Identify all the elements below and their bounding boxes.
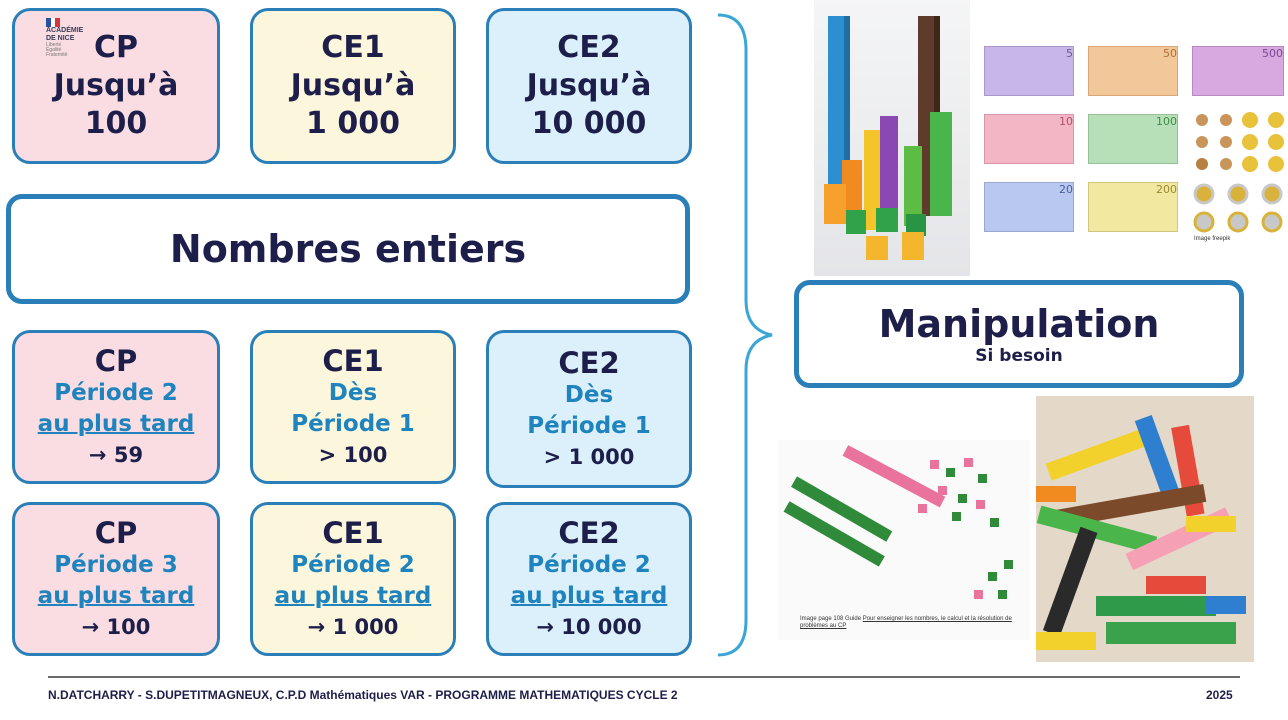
cuisenaire-rods-photo — [1036, 396, 1254, 662]
card-value: 100 — [84, 106, 148, 141]
card-ce1-limit: CE1 Jusqu’à 1 000 — [250, 8, 456, 164]
base-ten-photo: Image page 108 Guide Pour enseigner les … — [778, 440, 1030, 640]
footer-credits: N.DATCHARRY - S.DUPETITMAGNEUX, C.P.D Ma… — [48, 688, 678, 702]
academy-name: ACADÉMIE DE NICE — [46, 27, 84, 42]
card-deadline: au plus tard — [274, 583, 432, 609]
card-grade: CE1 — [322, 516, 384, 550]
card-value: → 100 — [81, 615, 151, 639]
card-value: 1 000 — [306, 106, 400, 141]
card-ce2-period: CE2 Dès Période 1 > 1 000 — [486, 330, 692, 488]
card-grade: CP — [93, 30, 138, 65]
card-cp-period-3: CP Période 3 au plus tard → 100 — [12, 502, 220, 656]
motto-2: Égalité — [46, 47, 62, 53]
card-deadline: au plus tard — [37, 583, 195, 609]
manipulation-banner: Manipulation Si besoin — [794, 280, 1244, 388]
card-period: Dès — [564, 382, 614, 408]
card-period: Période 2 — [291, 552, 415, 578]
card-line: Jusqu’à — [53, 68, 179, 103]
guide-note-prefix: Image page 108 Guide — [800, 616, 863, 622]
card-period: Dès — [328, 380, 378, 406]
guide-note: Image page 108 Guide Pour enseigner les … — [800, 616, 1030, 630]
curly-brace — [717, 13, 773, 657]
motto-1: Liberté — [46, 42, 62, 48]
card-period: Période 2 — [54, 380, 178, 406]
card-ce2-period-2: CE2 Période 2 au plus tard → 10 000 — [486, 502, 692, 656]
banknote-20: 20 — [984, 182, 1074, 232]
card-grade: CE1 — [321, 30, 385, 65]
manipulation-title: Manipulation — [878, 302, 1160, 346]
card-deadline: Période 1 — [527, 413, 651, 439]
card-value: > 100 — [318, 443, 388, 467]
motto-3: Fraternité — [46, 52, 68, 58]
card-value: > 1 000 — [543, 445, 635, 469]
card-deadline: au plus tard — [510, 583, 668, 609]
card-grade: CP — [94, 344, 138, 378]
card-deadline: au plus tard — [37, 411, 195, 437]
footer-year: 2025 — [1206, 688, 1233, 702]
card-value: → 10 000 — [536, 615, 642, 639]
banknote-500: 500 — [1192, 46, 1284, 96]
card-ce2-limit: CE2 Jusqu’à 10 000 — [486, 8, 692, 164]
card-grade: CE2 — [558, 516, 620, 550]
card-line: Jusqu’à — [290, 68, 416, 103]
card-cp-limit: CP Jusqu’à 100 — [12, 8, 220, 164]
card-ce1-period: CE1 Dès Période 1 > 100 — [250, 330, 456, 484]
card-period: Période 2 — [527, 552, 651, 578]
coins-icon — [1193, 112, 1284, 233]
footer-divider — [48, 676, 1240, 678]
banknote-50: 50 — [1088, 46, 1178, 96]
guide-note-link[interactable]: Pour enseigner les nombres, le calcul et… — [800, 616, 1012, 629]
image-credit: Image freepik — [1194, 236, 1231, 242]
card-grade: CP — [94, 516, 138, 550]
card-cp-period: CP Période 2 au plus tard → 59 — [12, 330, 220, 484]
card-value: 10 000 — [531, 106, 647, 141]
academy-logo: ACADÉMIE DE NICE Liberté Égalité Fratern… — [46, 18, 96, 68]
card-ce1-period-2: CE1 Période 2 au plus tard → 1 000 — [250, 502, 456, 656]
banknotes-photo: 5 50 500 10 100 20 200 Image freepik — [982, 42, 1288, 252]
title-banner: Nombres entiers — [6, 194, 690, 304]
card-deadline: Période 1 — [291, 411, 415, 437]
page-title: Nombres entiers — [169, 227, 527, 271]
banknote-10: 10 — [984, 114, 1074, 164]
banknote-200: 200 — [1088, 182, 1178, 232]
french-flag-icon — [46, 18, 61, 27]
card-line: Jusqu’à — [526, 68, 652, 103]
card-grade: CE1 — [322, 344, 384, 378]
cube-towers-photo — [814, 0, 970, 276]
card-period: Période 3 — [54, 552, 178, 578]
card-grade: CE2 — [558, 346, 620, 380]
banknote-100: 100 — [1088, 114, 1178, 164]
manipulation-subtitle: Si besoin — [975, 346, 1063, 366]
card-grade: CE2 — [557, 30, 621, 65]
card-value: → 59 — [88, 443, 144, 467]
card-value: → 1 000 — [307, 615, 399, 639]
banknote-5: 5 — [984, 46, 1074, 96]
